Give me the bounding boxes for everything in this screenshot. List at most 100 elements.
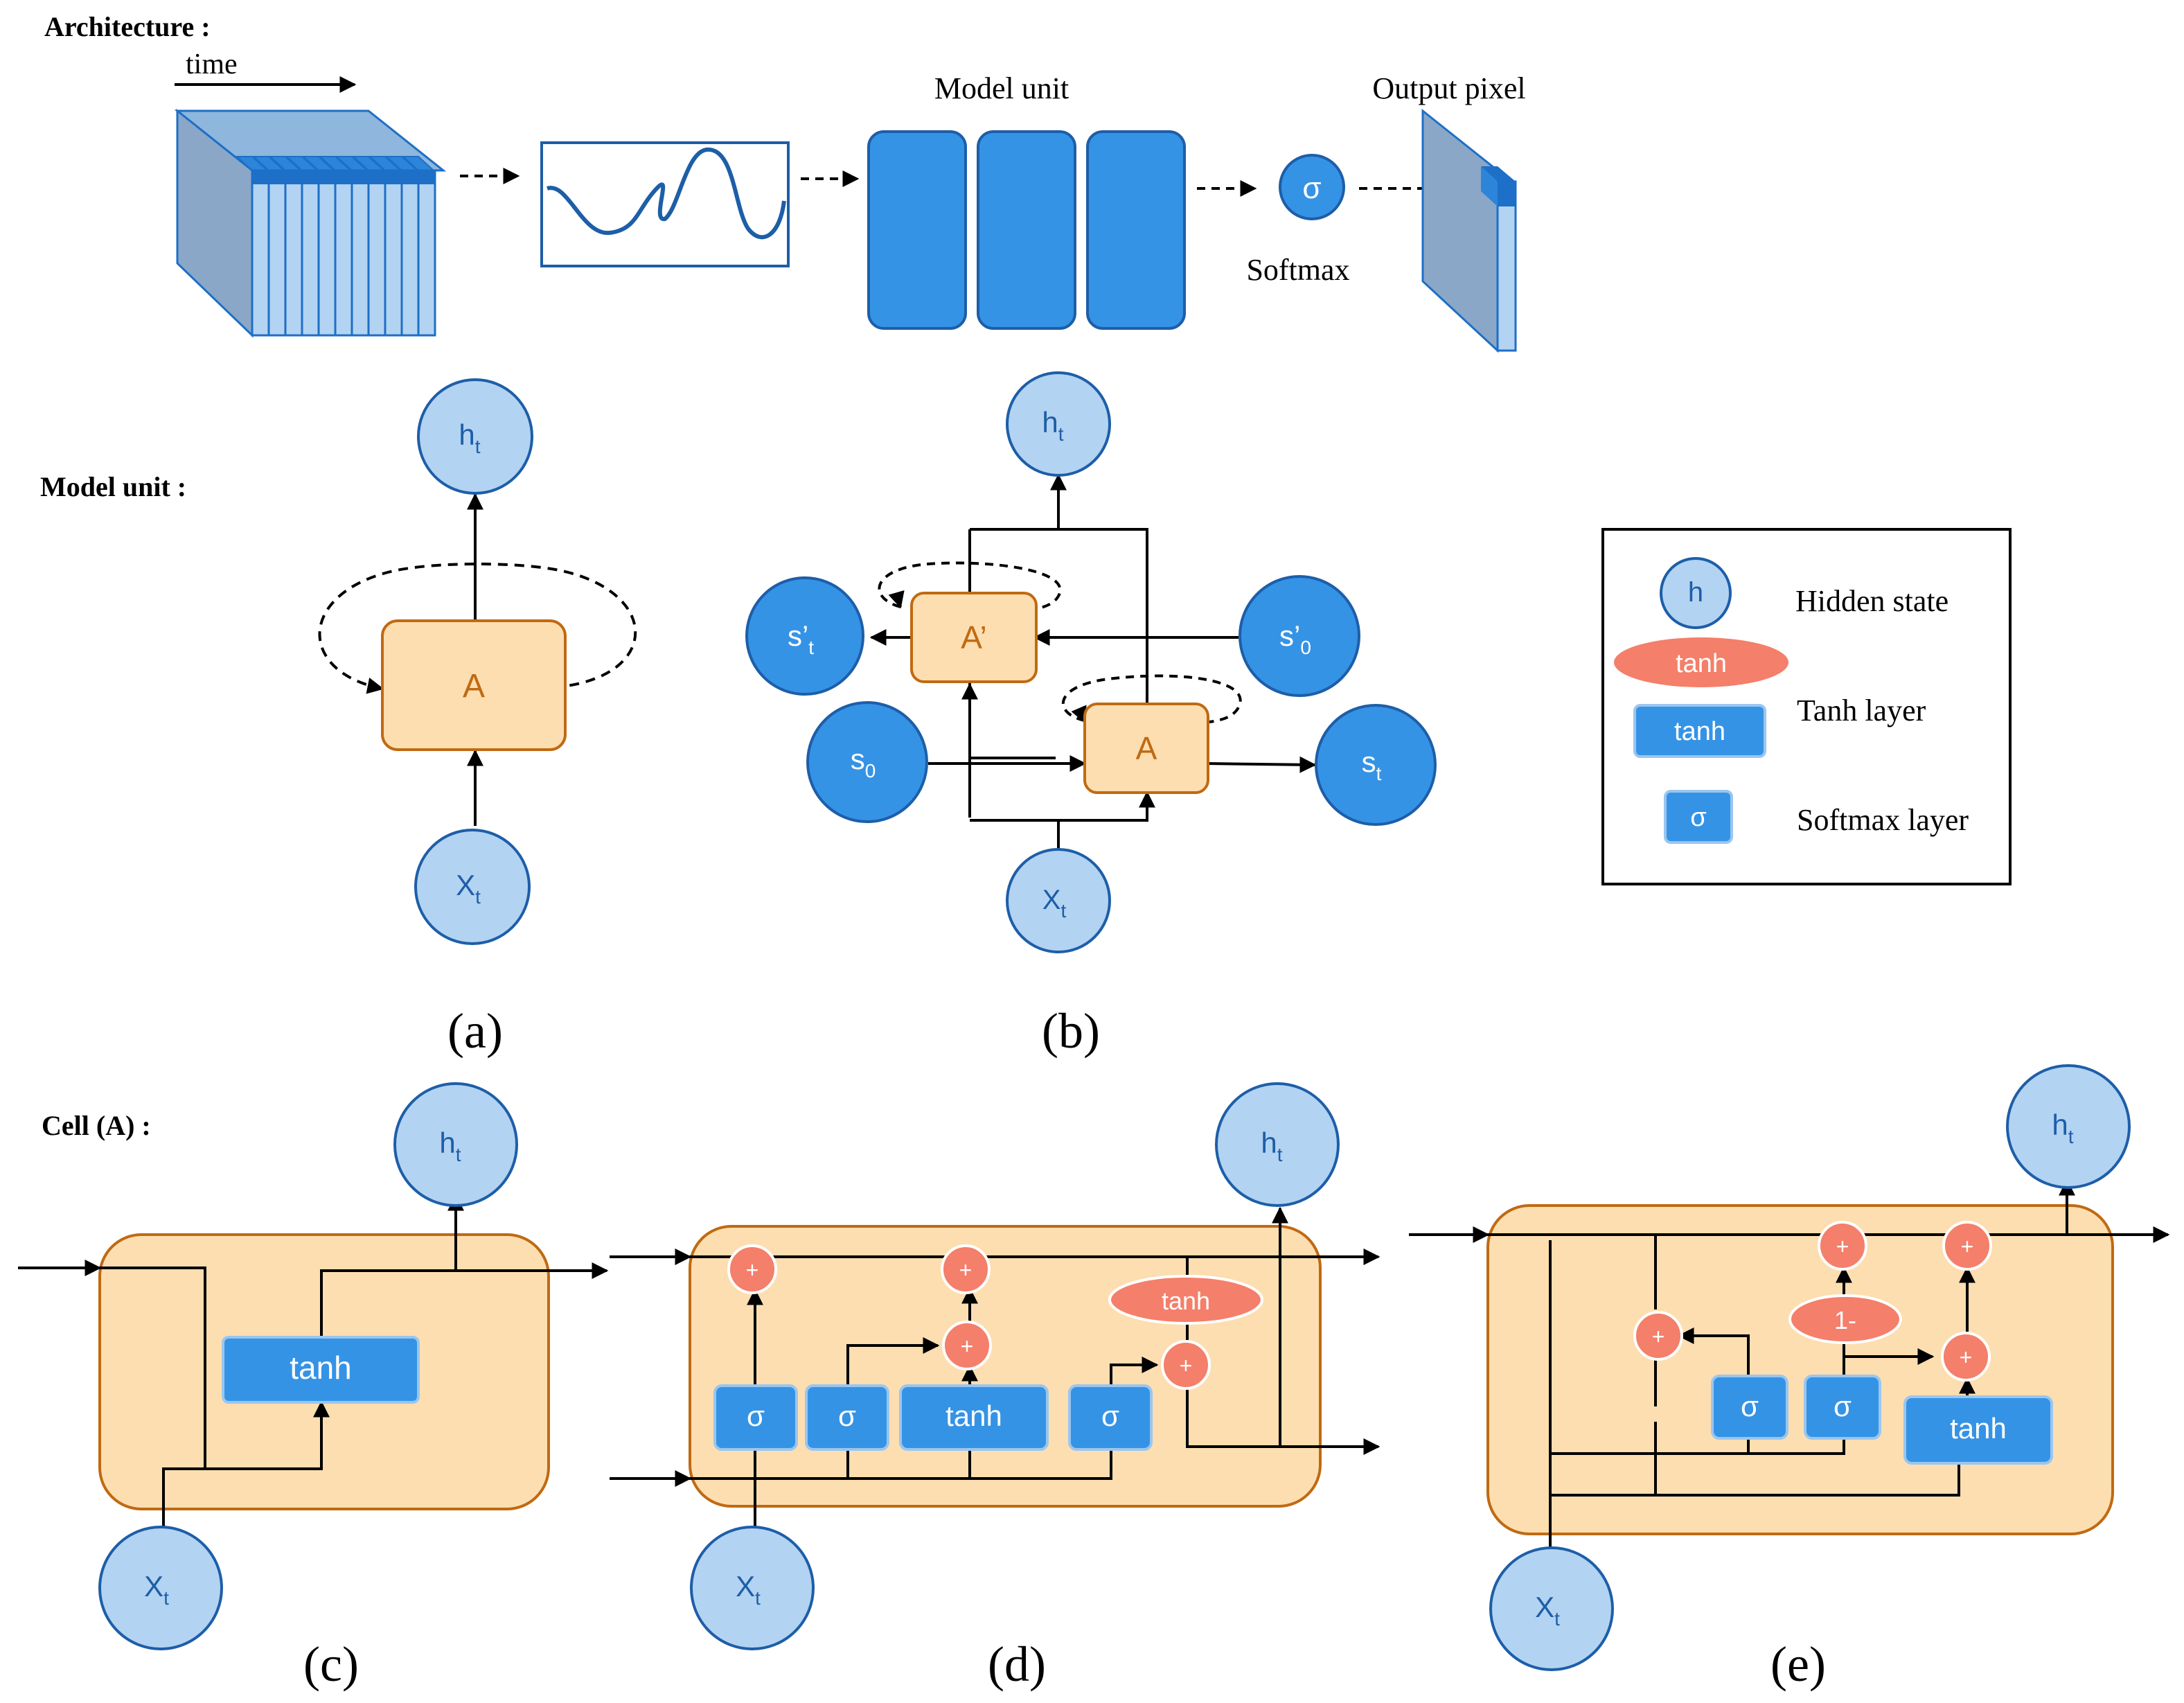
signal-box [540, 141, 790, 267]
panel-label-c: (c) [303, 1636, 359, 1692]
x-node-c [98, 1526, 223, 1650]
frame-slice [267, 169, 287, 337]
legend-softmax-layer-icon [1664, 790, 1733, 844]
plus-op-e1 [1818, 1221, 1867, 1271]
frame-slice [417, 169, 436, 337]
plus-op-d2 [941, 1244, 991, 1294]
x-node-a [414, 829, 531, 945]
tanh-layer-e [1903, 1395, 2053, 1465]
one-minus-op-e [1788, 1294, 1902, 1344]
h-node-d [1215, 1082, 1340, 1207]
frame-pixel [369, 170, 385, 184]
frame-slice [301, 169, 320, 337]
x-node-d [690, 1526, 815, 1650]
h-node-b [1006, 371, 1111, 477]
h-label-b: ht [1042, 406, 1063, 445]
cell-a-prime-label: A’ [961, 619, 987, 655]
x-node-b [1006, 848, 1111, 953]
legend-hidden-state-icon [1660, 557, 1732, 629]
sigma-layer-d3 [1068, 1384, 1153, 1451]
model-unit-heading: Model unit : [40, 471, 186, 502]
sigma-layer-d1 [713, 1384, 798, 1451]
svg-text:tanh: tanh [1162, 1287, 1210, 1315]
svg-text:Xt: Xt [736, 1570, 761, 1609]
panel-label-e: (e) [1770, 1636, 1826, 1692]
frame-slice [317, 169, 337, 337]
frame-pixel [402, 170, 418, 184]
output-pixel-label: Output pixel [1372, 71, 1525, 105]
s0-node [806, 701, 928, 823]
svg-text:σ: σ [838, 1400, 856, 1432]
svg-text:+: + [1960, 1345, 1973, 1370]
frame-pixel [269, 170, 285, 184]
svg-text:ht: ht [439, 1127, 461, 1165]
frame-slice [284, 169, 303, 337]
panel-e: + + + + 1- σ σ tanh ht Xt [1409, 1064, 2170, 1671]
svg-text:+: + [746, 1258, 759, 1282]
tanh-op-d [1108, 1275, 1263, 1325]
svg-text:+: + [961, 1334, 974, 1359]
stp-node [745, 576, 864, 696]
svg-text:Xt: Xt [1535, 1591, 1560, 1630]
st-label: st [1362, 745, 1382, 784]
svg-text:tanh: tanh [1674, 717, 1725, 746]
svg-text:tanh: tanh [1676, 649, 1727, 678]
frame-slice [384, 169, 403, 337]
model-unit-block-2 [977, 130, 1076, 330]
output-pixel [1498, 182, 1516, 206]
frame-pixel [285, 170, 302, 184]
frame-slice [367, 169, 387, 337]
h-node-c [393, 1082, 518, 1207]
x-label-b: Xt [1042, 885, 1067, 921]
st-node [1315, 704, 1437, 826]
svg-text:+: + [959, 1258, 973, 1282]
architecture-heading: Architecture : [44, 11, 211, 42]
frame-pixel [302, 170, 319, 184]
svg-text:σ: σ [1834, 1390, 1852, 1422]
panel-label-b: (b) [1042, 1003, 1100, 1059]
svg-text:1-: 1- [1834, 1306, 1856, 1334]
plus-op-d3 [942, 1321, 992, 1370]
frame-slice [400, 169, 420, 337]
s0p-label: s’0 [1279, 619, 1311, 658]
frame-pixel [252, 170, 269, 184]
softmax-label: Softmax [1246, 253, 1349, 287]
h-node-e [2006, 1064, 2131, 1189]
frame-pixel [418, 170, 435, 184]
svg-text:ht: ht [2052, 1109, 2073, 1147]
input-frames-cube [174, 108, 447, 338]
frame-slice [251, 169, 270, 337]
plus-op-e4 [1941, 1332, 1991, 1382]
cell-d-box [689, 1225, 1322, 1508]
svg-text:σ: σ [1690, 803, 1706, 832]
svg-text:+: + [1180, 1353, 1193, 1378]
x-label-a: Xt [456, 869, 481, 908]
s0-label: s0 [851, 743, 876, 782]
plus-op-e2 [1942, 1221, 1992, 1271]
svg-text:ht: ht [1261, 1127, 1282, 1165]
sigma-layer-d2 [805, 1384, 889, 1451]
panel-label-a: (a) [447, 1003, 503, 1059]
svg-text:h: h [1688, 577, 1703, 608]
panel-a: A ht Xt [318, 378, 637, 945]
softmax-sigma: σ [1302, 171, 1321, 205]
cell-a-label-b: A [1136, 730, 1157, 766]
frame-pixel [335, 170, 352, 184]
panel-d: + + + + tanh σ σ tanh σ ht Xt [610, 1082, 1380, 1650]
h-label-a: ht [459, 418, 480, 457]
frame-pixel [352, 170, 369, 184]
svg-text:σ: σ [747, 1400, 765, 1432]
model-unit-block-1 [867, 130, 967, 330]
legend-tanh-op-icon [1614, 637, 1788, 687]
svg-text:tanh: tanh [1950, 1412, 2007, 1445]
frame-pixel [385, 170, 402, 184]
cell-a-prime-node [910, 592, 1038, 683]
svg-text:σ: σ [1101, 1400, 1119, 1432]
cell-a-node-b [1083, 703, 1209, 794]
legend-hidden-state: Hidden state [1795, 584, 1948, 618]
tanh-layer-d [899, 1384, 1049, 1451]
frame-pixel [319, 170, 335, 184]
cell-a-label: A [463, 668, 485, 705]
legend: h Hidden state tanh tanh Tanh layer σ So… [1601, 528, 2012, 885]
s0p-node [1239, 575, 1360, 697]
